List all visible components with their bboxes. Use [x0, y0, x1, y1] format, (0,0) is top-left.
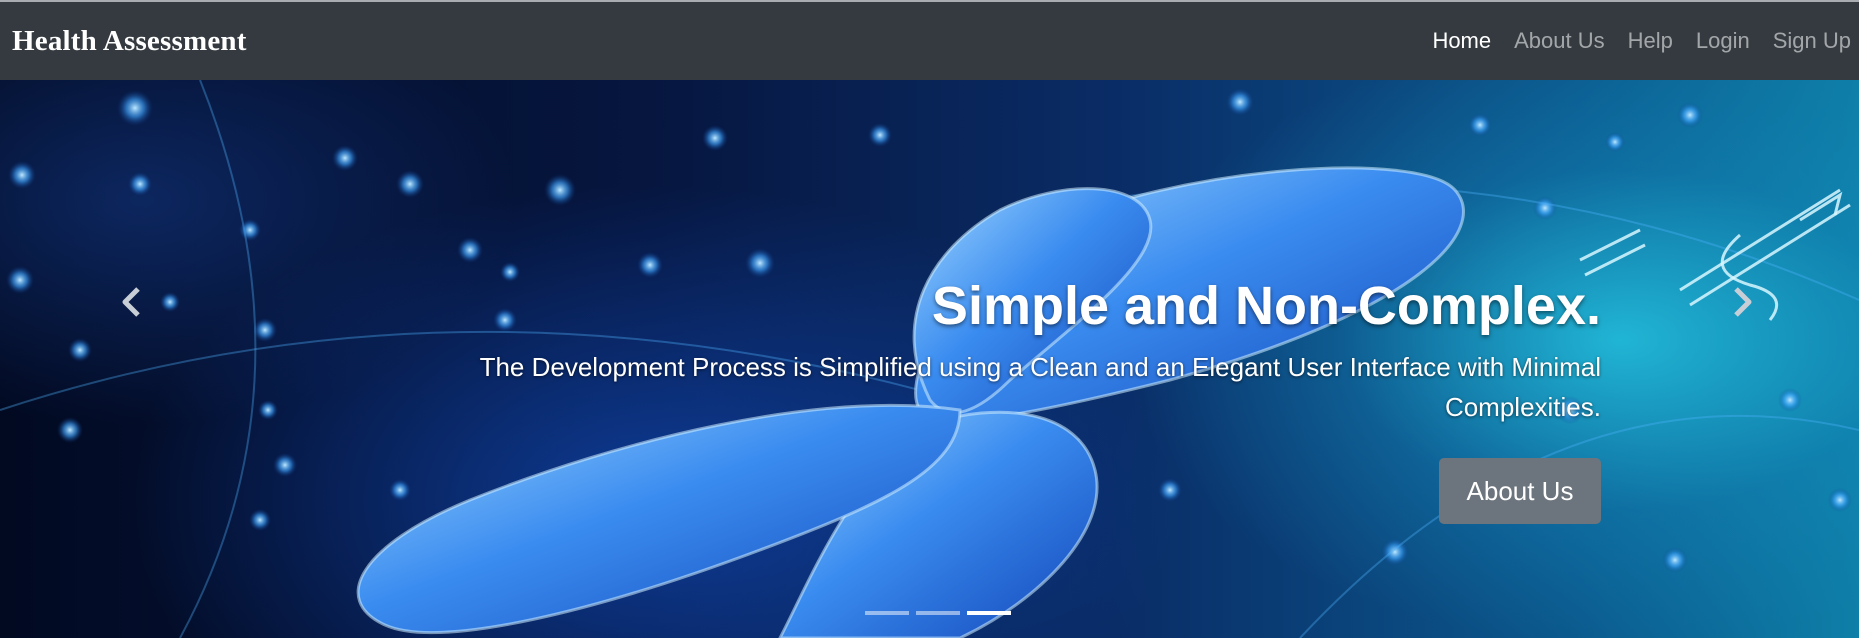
caption-heading: Simple and Non-Complex. [931, 276, 1601, 336]
carousel-caption: Simple and Non-Complex. The Development … [321, 275, 1601, 427]
nav-links: Home About Us Help Login Sign Up [1409, 28, 1851, 54]
chevron-left-icon [122, 287, 140, 317]
brand-logo[interactable]: Health Assessment [12, 24, 247, 57]
navbar: Health Assessment Home About Us Help Log… [0, 2, 1859, 80]
hero-carousel: Simple and Non-Complex. The Development … [0, 80, 1859, 638]
carousel-indicator[interactable] [916, 611, 960, 615]
carousel-slide-image [0, 80, 1859, 638]
chevron-right-icon [1734, 287, 1752, 317]
caption-text: The Development Process is Simplified us… [479, 352, 1601, 422]
nav-login[interactable]: Login [1695, 28, 1750, 53]
carousel-indicator-active[interactable] [967, 611, 1011, 615]
carousel-next-button[interactable] [1713, 280, 1773, 324]
nav-help[interactable]: Help [1627, 28, 1673, 53]
nav-sign-up[interactable]: Sign Up [1772, 28, 1851, 53]
nav-home[interactable]: Home [1432, 28, 1492, 53]
about-us-button[interactable]: About Us [1439, 458, 1601, 524]
carousel-indicators [865, 607, 1018, 619]
carousel-prev-button[interactable] [101, 280, 161, 324]
nav-about-us[interactable]: About Us [1514, 28, 1605, 53]
window-top-border [0, 0, 1859, 2]
carousel-indicator[interactable] [865, 611, 909, 615]
